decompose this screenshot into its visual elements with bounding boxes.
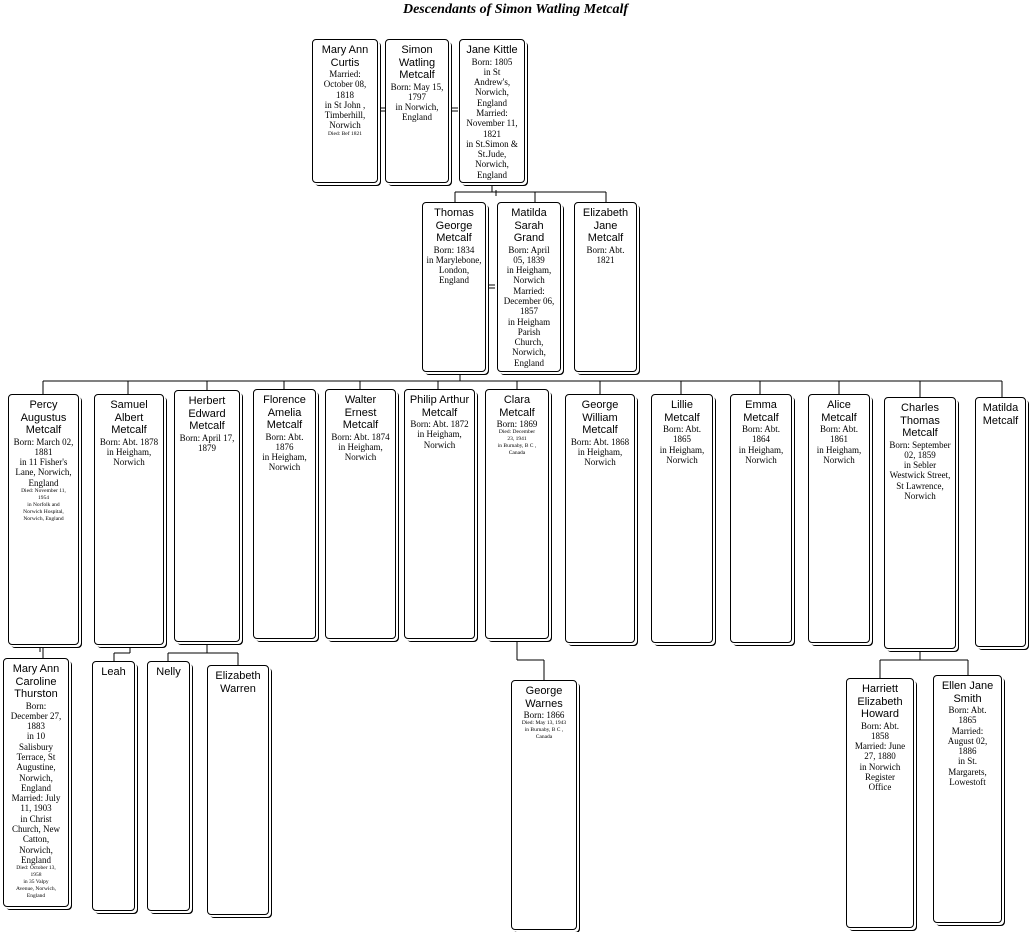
person-box-george-warnes: George Warnes Born: 1866 Died: May 13, 1… [511,680,577,930]
person-name: Mary Ann Curtis [321,44,369,69]
person-box-herbert-edward-metcalf: Herbert Edward Metcalf Born: April 17, 1… [174,390,240,642]
person-name: Alice Metcalf [821,399,857,424]
person-box-matilda-metcalf: Matilda Metcalf [975,397,1026,647]
person-details: Born: Abt. 1874 in Heigham, Norwich [331,431,390,463]
person-name: Herbert Edward Metcalf [188,395,226,432]
person-box-walter-ernest-metcalf: Walter Ernest Metcalf Born: Abt. 1874 in… [325,389,396,639]
person-details: Born: March 02, 1881 in 11 Fisher's Lane… [13,436,74,488]
person-name: Walter Ernest Metcalf [342,394,379,431]
person-details: Born: December 27, 1883 in 10 Salisbury … [10,700,62,865]
person-details: Born: Abt. 1864 in Heigham, Norwich [738,424,784,465]
person-box-emma-metcalf: Emma Metcalf Born: Abt. 1864 in Heigham,… [730,394,792,643]
person-box-mary-ann-caroline-thurston: Mary Ann Caroline Thurston Born: Decembe… [3,658,69,907]
person-details: Born: 1866 [523,710,565,720]
person-details: Born: Abt. 1865 Married: August 02, 1886… [947,705,988,788]
person-box-florence-amelia-metcalf: Florence Amelia Metcalf Born: Abt. 1876 … [253,389,316,639]
person-box-charles-thomas-metcalf: Charles Thomas Metcalf Born: September 0… [884,397,956,649]
person-box-leah: Leah [92,661,135,911]
person-death: Died: Bef 1821 [328,130,362,137]
person-box-ellen-jane-smith: Ellen Jane Smith Born: Abt. 1865 Married… [933,675,1002,923]
page-title: Descendants of Simon Watling Metcalf [402,2,629,17]
person-box-lillie-metcalf: Lillie Metcalf Born: Abt. 1865 in Heigha… [651,394,713,643]
person-name: Matilda Metcalf [982,402,1019,427]
person-name: Elizabeth Jane Metcalf [582,207,629,244]
person-name: Philip Arthur Metcalf [409,394,470,419]
person-box-george-william-metcalf: George William Metcalf Born: Abt. 1868 i… [565,394,635,643]
person-name: George Warnes [525,685,563,710]
person-box-jane-kittle: Jane Kittle Born: 1805 in St Andrew's, N… [459,39,525,183]
person-name: Thomas George Metcalf [434,207,474,244]
person-name: Charles Thomas Metcalf [900,402,940,439]
person-box-nelly: Nelly [147,661,190,911]
person-death: Died: November 11, 1954 in Norfolk and N… [21,487,66,522]
person-death: Died: October 13, 1958 in 35 Valpy Avenu… [15,865,57,900]
person-name: Florence Amelia Metcalf [263,394,306,431]
person-details: Born: Abt. 1858 Married: June 27, 1880 i… [854,720,906,793]
person-box-matilda-sarah-grand: Matilda Sarah Grand Born: April 05, 1839… [497,202,561,372]
person-details: Born: May 15, 1797 in Norwich, England [390,81,444,123]
person-death: Died: December 23, 1941 in Burnaby, B C … [497,429,537,457]
person-box-alice-metcalf: Alice Metcalf Born: Abt. 1861 in Heigham… [808,394,870,643]
person-details: Born: April 17, 1879 [179,432,235,453]
person-box-percy-augustus-metcalf: Percy Augustus Metcalf Born: March 02, 1… [8,394,79,645]
person-name: Jane Kittle [466,44,518,56]
person-name: George William Metcalf [581,399,619,436]
person-name: Harriett Elizabeth Howard [857,683,903,720]
person-box-harriett-elizabeth-howard: Harriett Elizabeth Howard Born: Abt. 185… [846,678,914,928]
person-details: Born: Abt. 1821 [586,244,625,265]
person-box-clara-metcalf: Clara Metcalf Born: 1869 Died: December … [485,389,549,639]
person-details: Born: 1834 in Marylebone, London, Englan… [426,244,482,286]
person-name: Samuel Albert Metcalf [110,399,148,436]
person-details: Born: Abt. 1876 in Heigham, Norwich [262,431,307,473]
person-details: Born: April 05, 1839 in Heigham, Norwich… [503,244,555,368]
person-details: Born: Abt. 1861 in Heigham, Norwich [816,424,862,465]
person-details: Born: September 02, 1859 in Sebler Westw… [889,439,951,501]
person-name: Matilda Sarah Grand [511,207,547,244]
person-box-thomas-george-metcalf: Thomas George Metcalf Born: 1834 in Mary… [422,202,486,372]
person-box-philip-arthur-metcalf: Philip Arthur Metcalf Born: Abt. 1872 in… [404,389,475,639]
person-death: Died: May 13, 1943 in Burnaby, B C , Can… [521,720,567,741]
person-name: Emma Metcalf [743,399,779,424]
person-name: Ellen Jane Smith [941,680,994,705]
person-box-elizabeth-jane-metcalf: Elizabeth Jane Metcalf Born: Abt. 1821 [574,202,637,372]
person-name: Clara Metcalf [499,394,535,419]
person-details: Born: Abt. 1872 in Heigham, Norwich [410,419,469,450]
person-name: Leah [101,666,126,678]
person-box-elizabeth-warren: Elizabeth Warren [207,665,269,915]
person-name: Simon Watling Metcalf [398,44,436,81]
person-name: Percy Augustus Metcalf [20,399,67,436]
person-box-simon-watling-metcalf: Simon Watling Metcalf Born: May 15, 1797… [385,39,449,183]
person-details: Married: October 08, 1818 in St John , T… [323,69,367,131]
person-details: Born: Abt. 1865 in Heigham, Norwich [659,424,705,465]
person-name: Nelly [156,666,181,678]
person-details: Born: Abt. 1878 in Heigham, Norwich [99,436,159,468]
person-name: Lillie Metcalf [664,399,700,424]
person-details: Born: Abt. 1868 in Heigham, Norwich [570,436,630,468]
person-details: Born: 1805 in St Andrew's, Norwich, Engl… [466,56,518,180]
person-details: Born: 1869 [496,419,538,429]
person-name: Mary Ann Caroline Thurston [12,663,60,700]
person-box-samuel-albert-metcalf: Samuel Albert Metcalf Born: Abt. 1878 in… [94,394,164,645]
person-box-mary-ann-curtis: Mary Ann Curtis Married: October 08, 181… [312,39,378,183]
person-name: Elizabeth Warren [215,670,261,695]
